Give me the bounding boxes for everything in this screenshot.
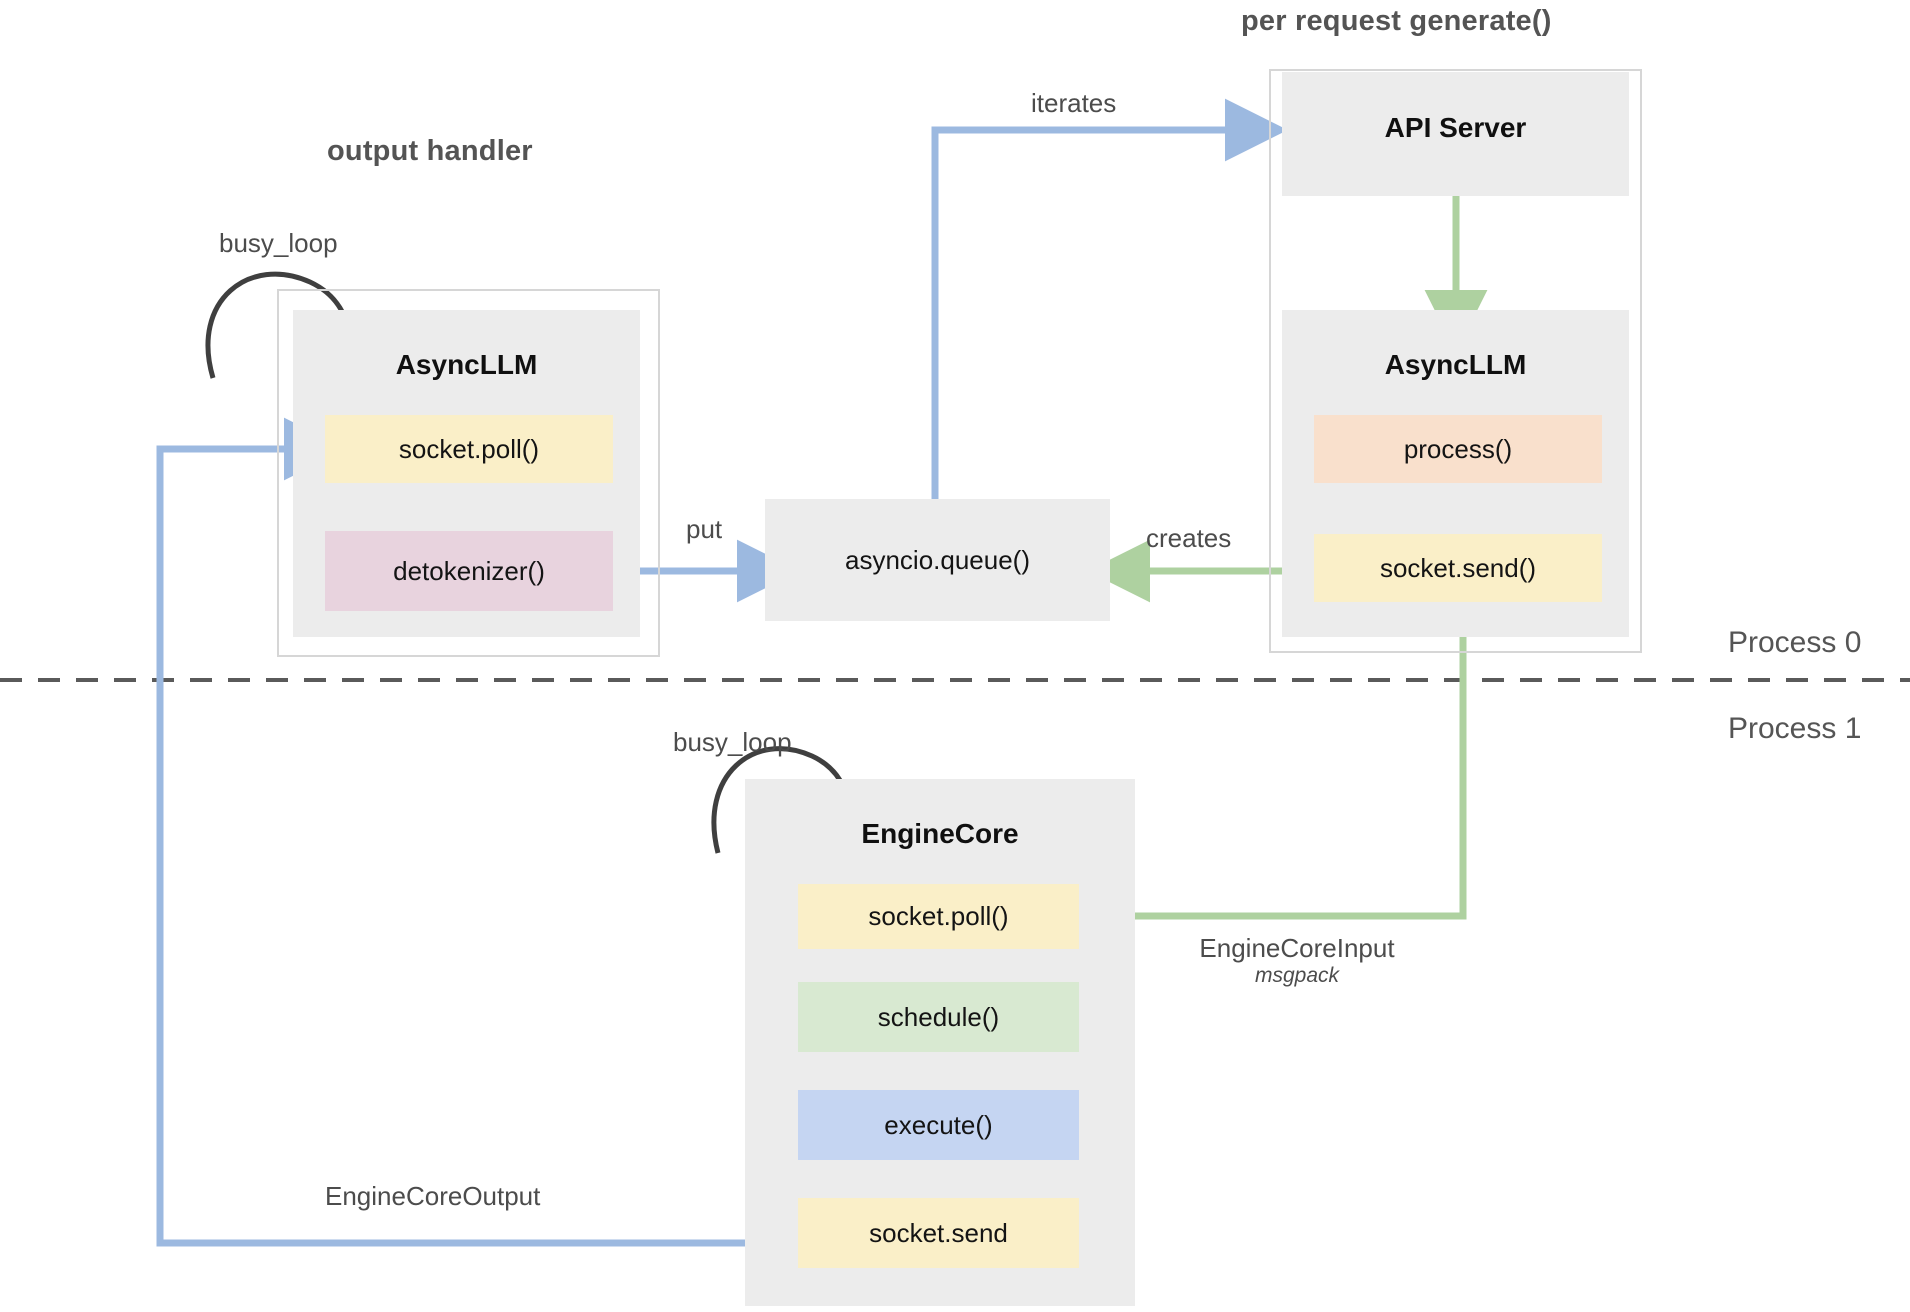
busy-loop-label-engine-core: busy_loop xyxy=(673,727,792,757)
output-handler-asyncllm-title: AsyncLLM xyxy=(395,349,538,380)
engine-core-input-format: msgpack xyxy=(1254,964,1340,987)
engine-core-chip-socket-poll[interactable]: socket.poll() xyxy=(798,884,1079,949)
engine-core-output-label: EngineCoreOutput xyxy=(325,1181,541,1211)
output-handler-chip-socket-poll[interactable]: socket.poll() xyxy=(325,415,613,483)
engine-core-input-label-group: EngineCoreInput msgpack xyxy=(1172,933,1422,988)
per-request-asyncllm-title: AsyncLLM xyxy=(1384,349,1527,380)
api-server-box[interactable]: API Server xyxy=(1282,72,1629,196)
per-request-title: per request generate() xyxy=(1241,5,1552,37)
output-handler-title: output handler xyxy=(327,135,533,167)
engine-core-chip-schedule[interactable]: schedule() xyxy=(798,982,1079,1052)
engine-core-chip-socket-send[interactable]: socket.send xyxy=(798,1198,1079,1268)
per-request-outer-box xyxy=(1269,69,1642,653)
output-handler-outer-box xyxy=(277,289,660,657)
engine-core-title: EngineCore xyxy=(861,818,1019,849)
creates-label: creates xyxy=(1146,523,1232,553)
iterates-label: iterates xyxy=(1031,88,1117,118)
output-handler-chip-detokenizer[interactable]: detokenizer() xyxy=(325,531,613,611)
iterates-arrow xyxy=(931,98,1288,500)
busy-loop-label-output-handler: busy_loop xyxy=(219,228,338,258)
api-server-title: API Server xyxy=(1384,112,1527,143)
per-request-chip-process[interactable]: process() xyxy=(1314,415,1602,483)
engine-core-input-label: EngineCoreInput xyxy=(1199,933,1395,963)
asyncio-queue-box[interactable]: asyncio.queue() xyxy=(765,499,1110,621)
process-0-label: Process 0 xyxy=(1728,626,1862,659)
put-label: put xyxy=(686,514,723,544)
engine-core-chip-execute[interactable]: execute() xyxy=(798,1090,1079,1160)
process-1-label: Process 1 xyxy=(1728,712,1862,745)
per-request-chip-socket-send[interactable]: socket.send() xyxy=(1314,534,1602,602)
